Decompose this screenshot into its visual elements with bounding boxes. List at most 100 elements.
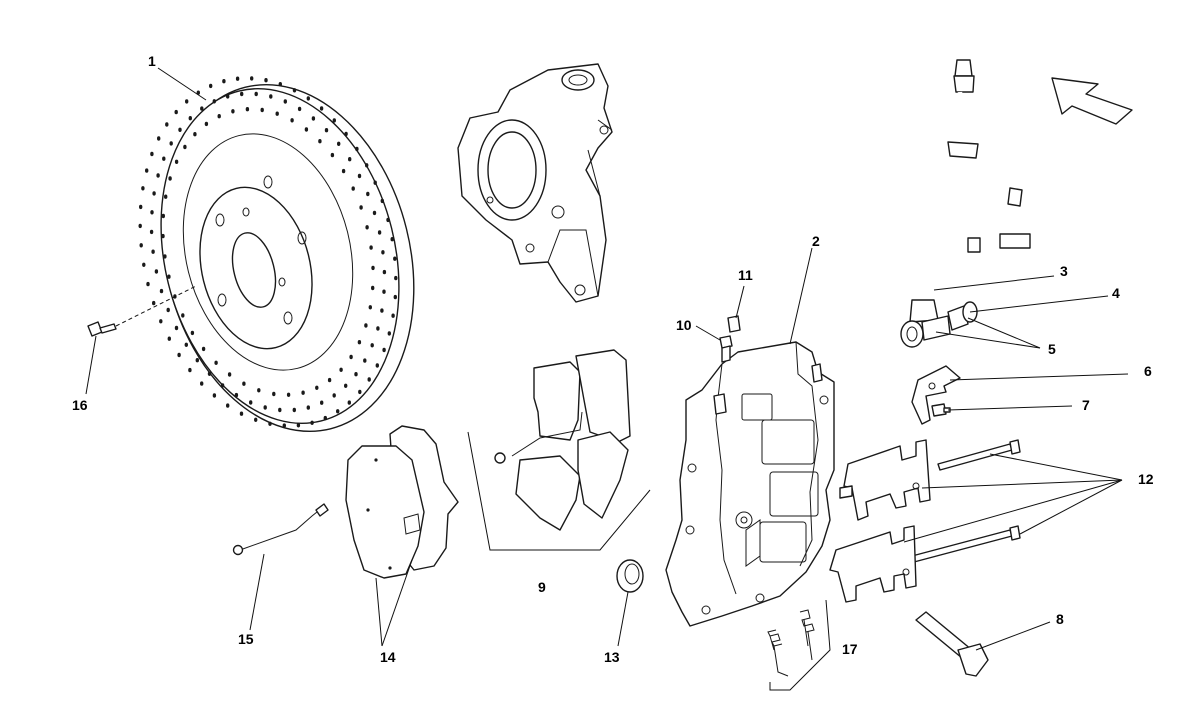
disc-drill-hole [319,106,324,111]
hose-bracket[interactable] [911,365,961,425]
pad-wear-sensor[interactable] [232,503,329,556]
disc-drill-hole [332,393,336,398]
disc-drill-hole [260,107,264,113]
disc-drill-hole [330,152,335,158]
brake-pad-set-with-wear-sensor[interactable] [494,349,631,531]
disc-drill-hole [380,308,384,313]
callout-4: 4 [1112,285,1120,301]
callout-16: 16 [72,397,88,413]
bleed-screw[interactable] [719,335,733,363]
disc-drill-hole [286,392,291,397]
disc-drill-hole [366,191,370,197]
disc-drill-hole [188,116,192,121]
disc-drill-hole [382,269,387,275]
disc-drill-hole [141,186,145,191]
disc-drill-hole [365,225,369,230]
steering-knuckle[interactable] [457,63,613,303]
disc-drill-hole [358,389,362,395]
pad-retaining-springs[interactable] [767,609,815,677]
disc-drill-hole [292,407,296,413]
brake-pads[interactable] [345,425,459,579]
callout-10: 10 [676,317,692,333]
disc-drill-hole [159,319,163,324]
pad-retaining-plate-lower[interactable] [829,525,917,603]
disc-drill-hole [371,265,375,271]
disc-drill-hole [306,405,310,410]
disc-drill-hole [311,116,316,121]
callout-12: 12 [1138,471,1154,487]
pad-retaining-plate-upper[interactable] [843,439,931,521]
disc-drill-hole [257,388,261,393]
bracket-bolt[interactable] [931,403,951,417]
disc-drill-hole [391,313,395,318]
disc-cross-drill-holes [138,76,398,428]
bleed-screw-cap[interactable] [727,315,741,333]
disc-drill-hole [368,305,372,310]
disc-drill-hole [351,186,355,191]
disc-retaining-screw[interactable] [87,285,197,337]
brake-caliper[interactable] [665,341,835,627]
disc-drill-hole [209,83,213,89]
disc-drill-hole [139,204,143,210]
banjo-fitting[interactable] [900,299,951,348]
disc-drill-hole [152,191,156,196]
disc-drill-hole [142,262,146,267]
disc-drill-hole [292,88,297,93]
disc-drill-hole [145,168,149,173]
disc-drill-hole [382,347,386,353]
disc-drill-hole [183,144,187,150]
disc-drill-hole [220,383,225,388]
disc-drill-hole [214,360,218,365]
caliper-mounting-bolt[interactable] [915,611,989,677]
disc-drill-hole [154,269,159,274]
brake-hose[interactable] [919,59,1053,301]
disc-drill-hole [245,107,250,112]
disc-drill-hole [168,176,172,181]
disc-drill-hole [341,168,346,174]
disc-drill-hole [212,393,217,398]
pad-retaining-pin-lower[interactable] [911,525,1021,563]
disc-drill-hole [369,245,373,250]
disc-drill-hole [240,91,244,97]
disc-drill-hole [177,352,181,358]
disc-drill-hole [239,411,244,416]
brake-disc[interactable] [127,58,449,459]
disc-drill-hole [306,96,310,101]
disc-drill-hole [393,294,397,300]
disc-drill-hole [200,106,204,111]
leader-lines [85,67,1129,651]
disc-drill-hole [359,205,363,210]
disc-drill-hole [382,289,386,294]
banjo-bolt[interactable] [947,301,978,331]
disc-drill-hole [227,372,232,377]
callout-14: 14 [380,649,396,665]
disc-drill-hole [254,91,258,97]
disc-drill-hole [201,346,206,352]
disc-drill-hole [200,381,204,386]
piston-dust-boot[interactable] [616,559,644,593]
disc-drill-hole [185,99,189,104]
disc-drill-hole [390,237,394,242]
caliper-bleed-fitting [713,363,823,415]
pad-retaining-pin-upper[interactable] [937,439,1021,471]
callout-1: 1 [148,53,156,69]
disc-drill-hole [195,358,199,363]
disc-drill-hole [394,275,398,281]
disc-drill-hole [174,159,179,164]
disc-drill-hole [161,233,165,239]
callout-13: 13 [604,649,620,665]
disc-drill-hole [324,128,329,133]
disc-drill-hole [167,336,171,341]
disc-drill-hole [348,157,352,162]
disc-drill-hole [296,423,301,428]
disc-drill-hole [138,223,142,229]
disc-drill-hole [282,423,286,428]
disc-drill-hole [354,372,358,377]
disc-drill-hole [156,173,160,178]
disc-drill-hole [193,132,197,137]
arrow-up-left-icon [1051,77,1133,125]
disc-drill-hole [365,163,369,168]
disc-drill-hole [234,392,239,398]
disc-drill-hole [344,383,348,388]
disc-drill-hole [152,300,156,306]
